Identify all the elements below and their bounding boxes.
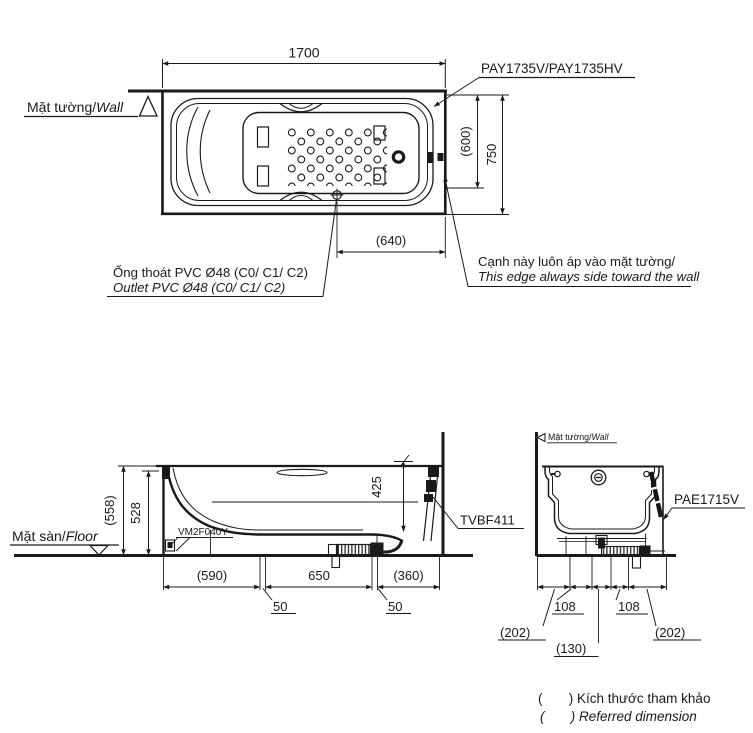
end-bottom-dims: (202) 108 (130) 108 (202): [498, 557, 701, 658]
end-elevation-view: Mặt tường/Wall PAE1715V: [498, 432, 745, 658]
side-elevation-view: Mặt sàn/Floor VM2F040Y: [10, 432, 524, 615]
plan-wall-label: Mặt tường/Wall: [27, 99, 124, 115]
wall-arrow-triangle: [536, 432, 546, 443]
dim-202-left: (202): [500, 625, 530, 640]
tub-profile: [165, 467, 404, 543]
tub-well: [242, 111, 420, 195]
waste-pipe: [371, 465, 440, 554]
floor-datum-triangle: [88, 544, 110, 556]
overflow-icon: [391, 150, 406, 164]
outlet-note-en: Outlet PVC Ø48 (C0/ C1/ C2): [113, 280, 285, 295]
outlet-stub-end: [631, 555, 642, 569]
edge-note-en: This edge always side toward the wall: [478, 269, 700, 284]
drain-icon: [330, 188, 344, 202]
corrugated-pipe-end: [600, 545, 641, 557]
dim-202-right: (202): [655, 625, 685, 640]
mount-peg-left: [554, 470, 561, 478]
overflow-icon-end: [590, 469, 607, 486]
dim-590: (590): [197, 568, 227, 583]
edge-note-vi: Cạnh này luôn áp vào mặt tường/: [478, 254, 675, 269]
dim-108-right: 108: [618, 599, 640, 614]
overflow-valve-fitting: [162, 466, 170, 479]
floor-label: Mặt sàn/Floor: [12, 528, 99, 544]
dim-360: (360): [393, 568, 423, 583]
apron-label: PAE1715V: [674, 492, 739, 507]
model-label: PAY1735V/PAY1735HV: [481, 61, 623, 76]
legend: ( ) Kích thước tham khảo ( ) Referred di…: [538, 691, 710, 724]
bowl-outer: [544, 466, 660, 535]
outlet-fitting: [428, 152, 433, 163]
dim-528: 528: [128, 502, 143, 524]
wall-datum-triangle: [138, 94, 159, 117]
valve-label: VM2F040Y: [178, 527, 228, 538]
legend-referred-vi: ( ) Kích thước tham khảo: [538, 691, 710, 706]
dim-108-left: 108: [554, 599, 576, 614]
mount-peg-right: [643, 470, 650, 478]
dim-50-left: 50: [273, 599, 287, 614]
tub-rim-inner: [176, 103, 428, 201]
dim-130: (130): [556, 641, 586, 656]
dim-558: (558): [102, 495, 117, 525]
plan-view: 1700 Mặt tường/Wall PAY1735V/PAY1735HV (…: [24, 45, 700, 298]
side-bottom-dims: (590) 650 (360) 50 50: [163, 557, 440, 615]
dim-600: (600): [458, 126, 473, 156]
dim-750: 750: [484, 144, 499, 166]
end-waste-pipe: [648, 471, 664, 518]
end-wall-label: Mặt tường/Wall: [548, 432, 609, 442]
legend-referred-en: ( ) Referred dimension: [540, 709, 697, 724]
waste-label: TVBF411: [460, 513, 515, 528]
anti-slip-dots: [287, 128, 387, 186]
dim-425: 425: [369, 476, 384, 498]
outlet-note-vi: Ống thoát PVC Ø48 (C0/ C1/ C2): [113, 265, 308, 280]
corrugated-pipe: [335, 543, 372, 556]
dim-50-right: 50: [388, 599, 402, 614]
dim-1700: 1700: [288, 45, 319, 61]
outlet-stub: [331, 554, 341, 569]
dim-650: 650: [308, 568, 330, 583]
rim-grip-oval: [276, 468, 328, 477]
dim-640: (640): [376, 233, 406, 248]
